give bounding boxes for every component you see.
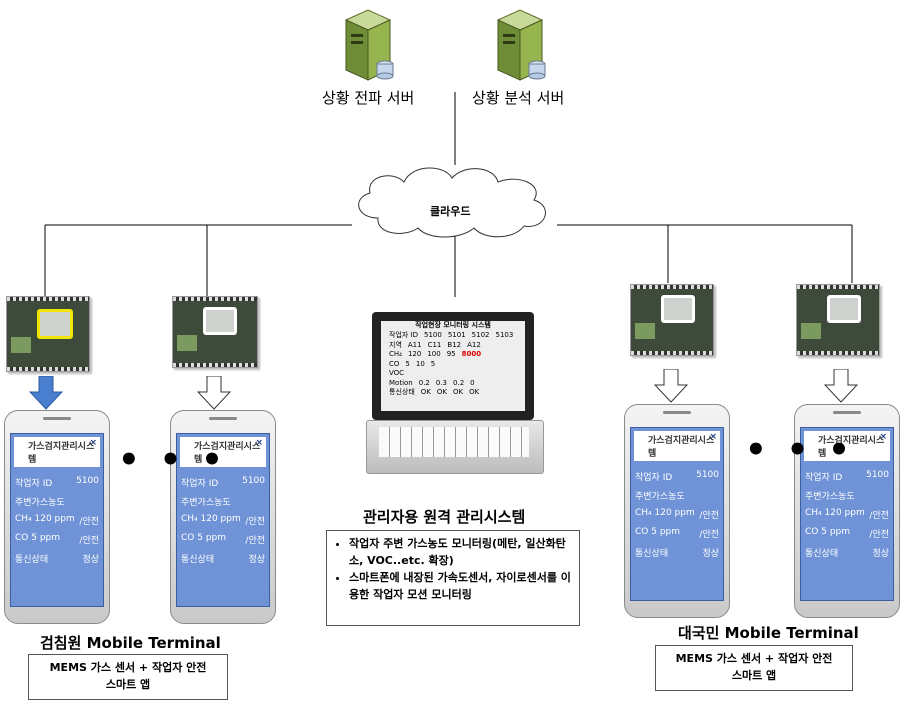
comm-status-label: 통신상태 — [15, 555, 49, 565]
monitoring-title: 작업현장 모니터링 시스템 — [415, 321, 491, 329]
center-description-box: 작업자 주변 가스농도 모니터링(메탄, 일산화탄소, VOC..etc. 확장… — [326, 530, 580, 626]
ellipsis-left: • • • — [118, 440, 227, 480]
close-icon[interactable]: × — [255, 438, 263, 448]
app-title: 가스검지관리시스템 — [818, 436, 885, 459]
ch4-status: /안전 — [79, 517, 99, 527]
close-icon[interactable]: × — [879, 432, 887, 442]
arrow-down-icon — [654, 369, 688, 403]
alert-value: 8000 — [461, 350, 482, 359]
keyboard — [379, 427, 529, 457]
gas-sensor-chip-3 — [630, 284, 714, 356]
worker-id-label: 작업자 ID — [15, 479, 53, 489]
ch4-reading: CH₄ 120 ppm — [15, 514, 75, 524]
arrow-down-icon — [824, 369, 858, 403]
app-title: 가스검지관리시스템 — [648, 436, 715, 459]
server-left-label: 상황 전파 서버 — [322, 89, 415, 107]
ellipsis-right: • • • — [745, 430, 854, 470]
smartphone-1: 가스검지관리시스템× 작업자 ID 5100 주변가스농도 CH₄ 120 ppm… — [4, 410, 110, 624]
mems-chip-highlighted — [37, 309, 73, 339]
co-status: /안전 — [79, 536, 99, 546]
server-right — [492, 6, 552, 82]
close-icon[interactable]: × — [89, 438, 97, 448]
comm-status-value: 정상 — [82, 555, 99, 565]
cloud-label: 클라우드 — [430, 205, 471, 218]
bullet-motion-monitoring: 스마트폰에 내장된 가속도센서, 자이로센서를 이용한 작업자 모션 모니터링 — [349, 569, 579, 603]
left-group-box: MEMS 가스 센서 + 작업자 안전 스마트 앱 — [28, 654, 228, 700]
gas-concentration-label: 주변가스농도 — [15, 498, 65, 508]
close-icon[interactable]: × — [709, 432, 717, 442]
server-icon — [344, 9, 394, 81]
right-group-box: MEMS 가스 센서 + 작업자 안전 스마트 앱 — [655, 645, 853, 691]
gas-sensor-chip-4 — [796, 284, 880, 356]
app-title: 가스검지관리시스템 — [28, 442, 95, 465]
bullet-gas-monitoring: 작업자 주변 가스농도 모니터링(메탄, 일산화탄소, VOC..etc. 확장… — [349, 535, 579, 569]
gas-sensor-chip-2 — [172, 296, 258, 368]
right-group-title: 대국민 Mobile Terminal — [678, 624, 859, 642]
gas-sensor-chip-1 — [6, 296, 90, 372]
arrow-down-icon — [197, 376, 231, 410]
center-title: 관리자용 원격 관리시스템 — [363, 508, 526, 526]
laptop-keyboard-base — [366, 420, 544, 474]
cloud-icon — [358, 167, 546, 238]
worker-id-value: 5100 — [76, 476, 99, 486]
server-right-label: 상황 분석 서버 — [472, 89, 565, 107]
server-left — [340, 6, 400, 82]
server-icon — [496, 9, 546, 81]
left-group-title: 검침원 Mobile Terminal — [40, 634, 221, 652]
phone-screen: 가스검지관리시스템× 작업자 ID 5100 주변가스농도 CH₄ 120 ppm… — [10, 433, 104, 607]
arrow-down-filled-icon — [29, 376, 63, 410]
app-title: 가스검지관리시스템 — [194, 442, 261, 465]
co-reading: CO 5 ppm — [15, 533, 61, 543]
